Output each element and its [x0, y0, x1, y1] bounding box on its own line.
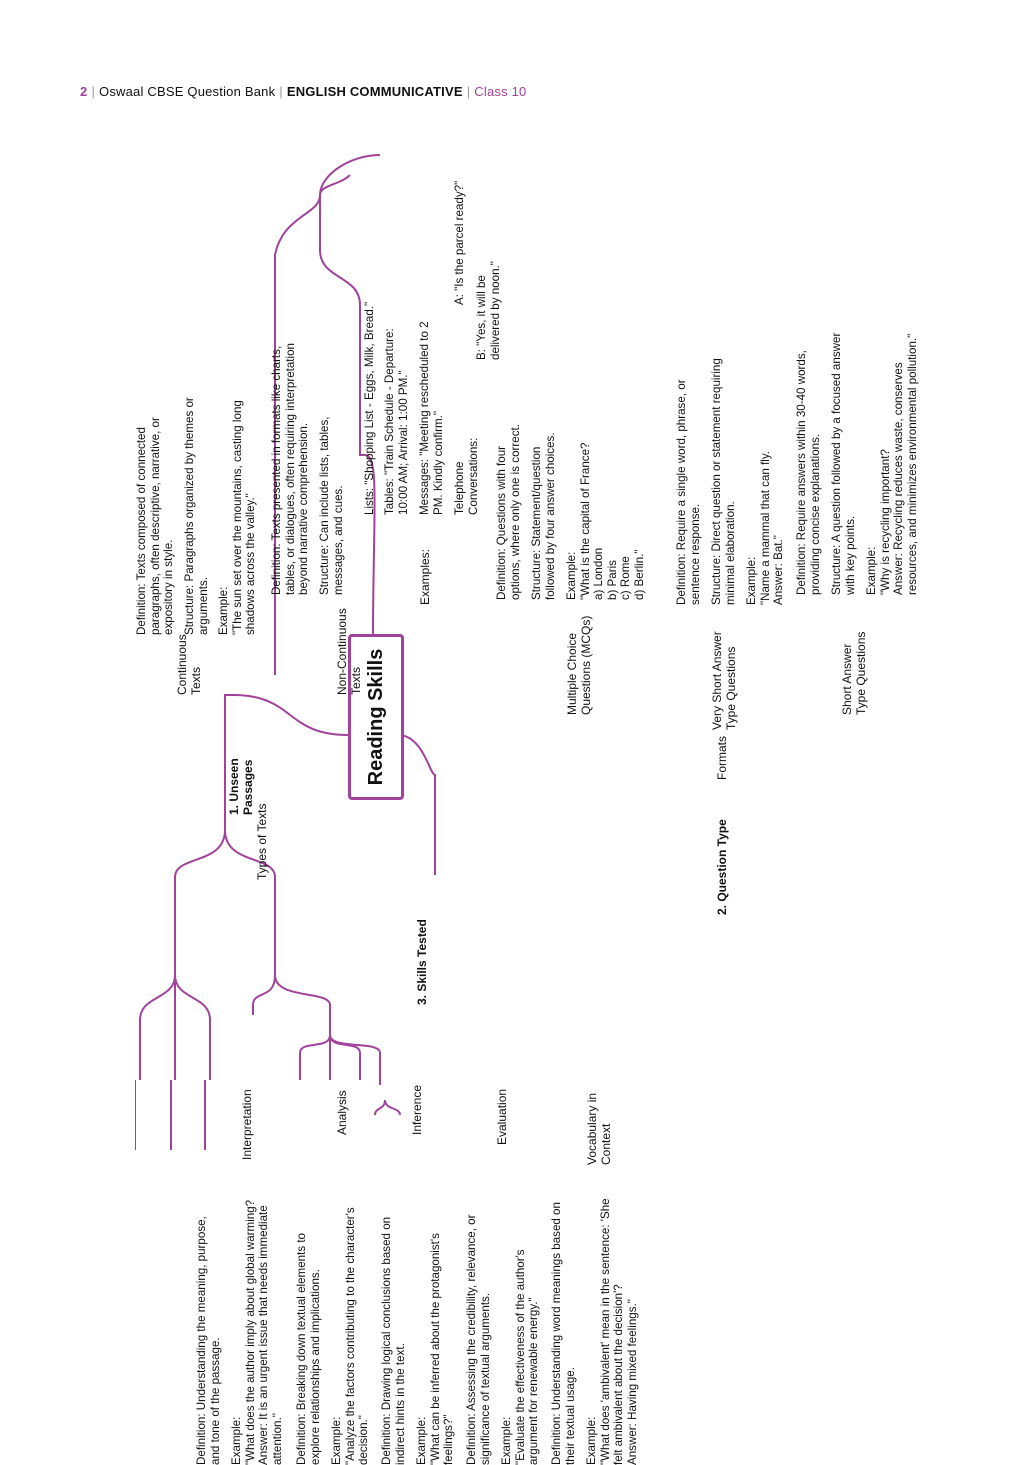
vsa-line [319, 174, 351, 196]
continuous-brace [139, 974, 211, 1080]
root-node: Reading Skills [348, 634, 404, 800]
evaluation-label: Evaluation [495, 1088, 509, 1145]
sa-structure: Structure: A question followed by a focu… [830, 332, 857, 595]
class-label: Class 10 [474, 84, 527, 99]
page-header: 2|Oswaal CBSE Question Bank|ENGLISH COMM… [80, 84, 527, 99]
formats-split-line [319, 195, 361, 306]
examples-label: Examples: [418, 548, 432, 605]
vocab-definition: Definition: Understanding word meanings … [550, 1202, 577, 1465]
noncontinuous-brace [252, 974, 331, 1035]
vsa-example: Example: "Name a mammal that can fly. An… [745, 450, 785, 605]
sa-line [319, 154, 381, 196]
mcq-definition: Definition: Questions with four options,… [495, 424, 522, 600]
vocab-example: Example: "What does 'ambivalent' mean in… [585, 1198, 639, 1465]
evaluation-example: Example: "Evaluate the effectiveness of … [500, 1249, 540, 1465]
examples-brace [299, 1034, 381, 1080]
branch-unseen-line [224, 694, 349, 830]
mcq-structure: Structure: Statement/question followed b… [530, 432, 557, 600]
book-title: Oswaal CBSE Question Bank [99, 84, 276, 99]
evaluation-definition: Definition: Assessing the credibility, r… [465, 1214, 492, 1465]
continuous-structure: Structure: Paragraphs organized by theme… [183, 397, 210, 635]
noncontinuous-label-2: Texts [349, 666, 363, 695]
branch-question-line [359, 305, 376, 640]
example-lists: Lists: "Shopping List - Eggs, Milk, Brea… [363, 301, 376, 515]
analysis-definition: Definition: Breaking down textual elemen… [295, 1232, 322, 1465]
connector-lines [135, 154, 436, 1150]
telephone-brace [374, 1080, 401, 1116]
unseen-title-1: 1. Unseen [227, 758, 241, 815]
inference-label: Inference [410, 1084, 424, 1135]
mcq-example: Example: "What is the capital of France?… [565, 442, 646, 600]
noncontinuous-label-1: Non-Continuous [335, 608, 349, 695]
question-type-title: 2. Question Type [715, 819, 729, 915]
continuous-label-1: Continuous [175, 634, 189, 695]
continuous-definition: Definition: Texts composed of connected … [135, 417, 175, 635]
telephone-line-b: B: "Yes, it will be delivered by noon." [475, 261, 502, 360]
interpretation-label: Interpretation [240, 1089, 254, 1160]
mcq-label-1: Multiple Choice [565, 632, 579, 715]
inference-definition: Definition: Drawing logical conclusions … [380, 1216, 407, 1465]
formats-label: Formats [715, 735, 729, 780]
types-of-texts-label: Types of Texts [255, 803, 269, 880]
continuous-bracket [135, 1080, 206, 1150]
sa-label-2: Type Questions [854, 631, 868, 715]
unseen-title-2: Passages [241, 759, 255, 815]
analysis-label: Analysis [335, 1090, 349, 1135]
inference-example: Example: "What can be inferred about the… [415, 1233, 455, 1465]
subject-title: ENGLISH COMMUNICATIVE [286, 84, 463, 99]
mcq-label-2: Questions (MCQs) [579, 615, 593, 715]
noncontinuous-definition: Definition: Texts presented in formats l… [270, 343, 310, 595]
types-split-line [174, 829, 276, 975]
example-telephone: Telephone Conversations: [453, 437, 480, 515]
vocab-label-1: Vocabulary in [585, 1092, 599, 1165]
vsa-label-2: Type Questions [724, 646, 738, 730]
vsa-definition: Definition: Require a single word, phras… [675, 379, 702, 605]
vsa-structure: Structure: Direct question or statement … [710, 358, 737, 605]
analysis-example: Example: "Analyze the factors contributi… [330, 1207, 370, 1465]
branch-skills-line [397, 734, 436, 875]
skills-title: 3. Skills Tested [415, 919, 429, 1005]
interpretation-definition: Definition: Understanding the meaning, p… [195, 1216, 222, 1465]
example-messages: Messages: "Meeting rescheduled to 2 PM. … [418, 321, 445, 515]
mind-map: Reading Skills 1. Unseen Passages Types … [135, 135, 935, 1465]
sa-label-1: Short Answer [840, 643, 854, 715]
noncontinuous-structure: Structure: Can include lists, tables, me… [318, 416, 345, 596]
vocab-label-2: Context [599, 1123, 613, 1165]
interpretation-example: Example: "What does the author imply abo… [230, 1199, 284, 1465]
sa-definition: Definition: Require answers within 30-40… [795, 350, 822, 595]
telephone-line-a: A: "Is the parcel ready?" [453, 180, 466, 305]
page-number: 2 [80, 84, 88, 99]
continuous-label-2: Texts [189, 666, 203, 695]
continuous-example: Example: "The sun set over the mountains… [217, 400, 257, 635]
mcq-line [274, 194, 321, 675]
vsa-label-1: Very Short Answer [710, 631, 724, 730]
sa-example: Example: "Why is recycling important? An… [865, 333, 919, 595]
example-tables: Tables: "Train Schedule - Departure: 10:… [383, 328, 410, 515]
